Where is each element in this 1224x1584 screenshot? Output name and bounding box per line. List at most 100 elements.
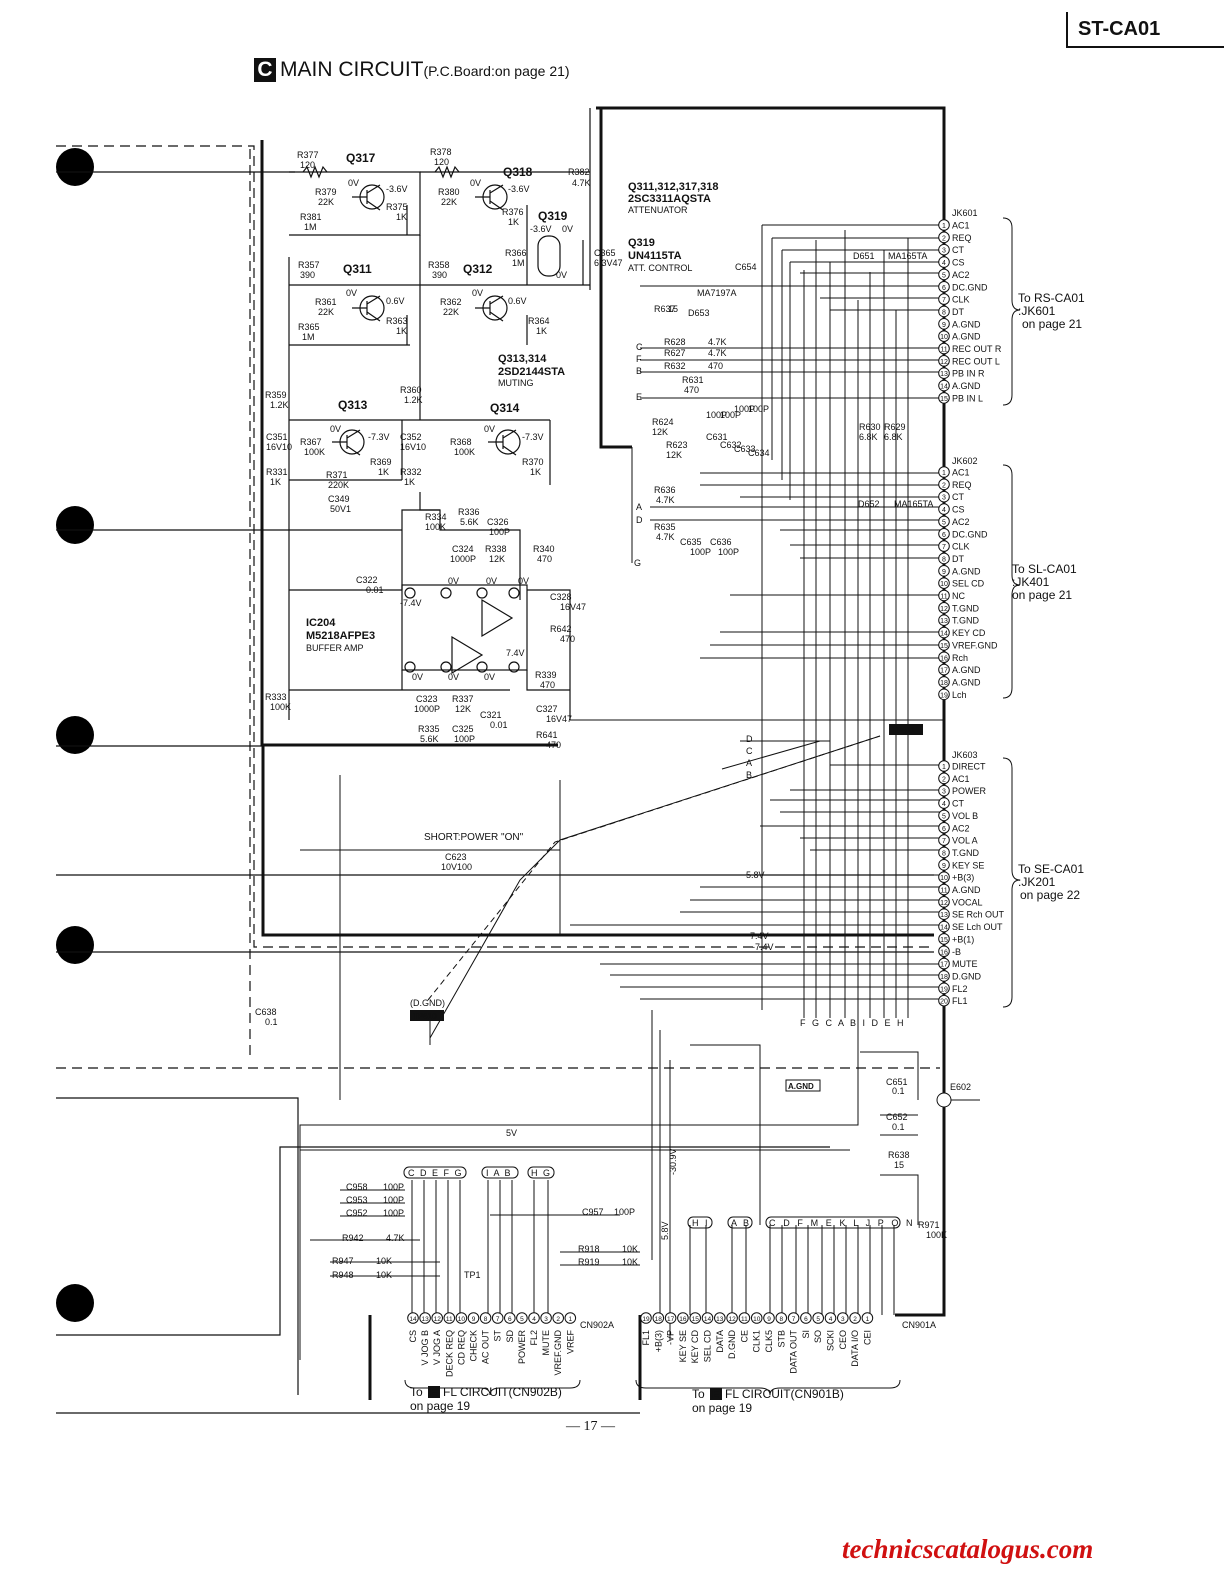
r635-val: 4.7K (656, 532, 675, 542)
cn901a-pin-16-label: KEY SE (678, 1330, 688, 1362)
r371-ref: R371 (326, 470, 348, 480)
r635-ref: R635 (654, 522, 676, 532)
att-func: ATTENUATOR (628, 205, 688, 215)
r942-val: 4.7K (386, 1233, 405, 1243)
r629-val: 6.8K (884, 432, 903, 442)
cn901a-pin-9-marker (763, 1312, 775, 1324)
jk603-pin-2-label: AC1 (952, 774, 970, 784)
cn902a-pin-2-number: 2 (556, 1316, 560, 1323)
c351-val: 16V10 (266, 442, 292, 452)
cn902a-pin-4-marker (528, 1312, 540, 1324)
c325-val: 100P (454, 734, 475, 744)
q317-label: Q317 (346, 151, 376, 165)
jk603-pin-7-label: VOL A (952, 836, 978, 846)
jk603-pin-3-number: 3 (942, 789, 946, 796)
jk602-pin-14-label: KEY CD (952, 628, 986, 638)
c654-ref: C654 (735, 262, 757, 272)
jk602-dest-page: on page 21 (1012, 588, 1072, 602)
r366-val: 1M (512, 258, 525, 268)
v-q313-emit: -7.3V (368, 432, 390, 442)
cn902a-group2: I A B (486, 1168, 512, 1178)
jk603-pin-13-number: 13 (940, 912, 948, 919)
c324-ref: C324 (452, 544, 474, 554)
cn902a-pin-11-marker (443, 1312, 456, 1324)
cn901a-pin-3-label: CEO (838, 1330, 848, 1350)
cn902a-pin-12-number: 12 (434, 1316, 442, 1323)
q318-label: Q318 (503, 165, 533, 179)
cn901-to: To (692, 1387, 705, 1401)
jk603-pin-6-number: 6 (942, 826, 946, 833)
r332-ref: R332 (400, 467, 422, 477)
cn902a-pin-9-marker (467, 1312, 480, 1324)
c953-val: 100P (383, 1195, 404, 1205)
r918-ref: R918 (578, 1244, 600, 1254)
jk602-pin-12-label: T.GND (952, 603, 980, 613)
c322-ref: C322 (356, 575, 378, 585)
jk603-pin-5-number: 5 (942, 813, 946, 820)
d652-ref: D652 (858, 499, 880, 509)
jk602-pin-9-marker (938, 565, 950, 577)
jk601-pin-13-label: PB IN R (952, 369, 985, 379)
jk601-dest-page: on page 21 (1022, 317, 1082, 331)
cn901a-pin-6-label: SI (801, 1330, 811, 1339)
cn901a-pin-12-marker (726, 1312, 738, 1324)
c957-val: 100P (614, 1207, 635, 1217)
r378-ref: R378 (430, 147, 452, 157)
r333-ref: R333 (265, 692, 287, 702)
jk603-pin-4-label: CT (952, 799, 964, 809)
cn902a-pin-10-marker (455, 1312, 468, 1324)
cn901a-pin-17-label: -VP (666, 1330, 676, 1345)
r363-val: 1K (396, 326, 407, 336)
r642-val: 470 (560, 634, 575, 644)
bus-letter-d2: D (746, 734, 753, 744)
jk602-pin-11-label: NC (952, 591, 965, 601)
jk601-pin-15-marker (938, 392, 950, 404)
r339-ref: R339 (535, 670, 557, 680)
r948-val: 10K (376, 1270, 392, 1280)
jk603-pin-9-marker (938, 859, 950, 871)
cn902a-pin-9-label: CHECK (469, 1330, 479, 1362)
jk601-pin-9-label: A.GND (952, 319, 981, 329)
r624-ref: R624 (652, 417, 674, 427)
jk601-pin-10-number: 10 (940, 334, 948, 341)
jk601-pin-4-label: CS (952, 258, 965, 268)
jk603-pin-15-label: +B(1) (952, 934, 974, 944)
jk603-pin-2-marker (938, 772, 950, 785)
jk602-pin-7-label: CLK (952, 542, 970, 552)
cn901a-pin-2-label: DATA I/O (850, 1330, 860, 1367)
cn902a-pin-5-number: 5 (520, 1316, 524, 1323)
jk602-pin-1-label: AC1 (952, 468, 970, 478)
bus-letter-c: C (636, 342, 643, 352)
jk601-pin-4-marker (938, 256, 950, 268)
jk602-pin-19-number: 19 (940, 692, 948, 699)
jk603-pin-4-marker (938, 797, 950, 809)
cn901a-pin-8-number: 8 (779, 1316, 783, 1323)
cn902a-pin-9-number: 9 (472, 1316, 476, 1323)
jk603-pin-14-number: 14 (940, 925, 948, 932)
jk603-pin-5-marker (938, 809, 950, 822)
r333-val: 100K (270, 702, 291, 712)
q312-label: Q312 (463, 262, 493, 276)
c634-val: 100P (748, 404, 769, 414)
c958-val: 100P (383, 1182, 404, 1192)
v-ic-pin4: -7.4V (400, 598, 422, 608)
cn902a-pin-5-marker (516, 1312, 528, 1324)
jk602-pin-9-number: 9 (942, 569, 946, 576)
jk602-pin-4-number: 4 (942, 507, 946, 514)
jk601-pin-8-number: 8 (942, 309, 946, 316)
model-header-box: ST-CA01 (1066, 12, 1224, 48)
r375-val: 1K (396, 212, 407, 222)
jk602-pin-4-label: CS (952, 505, 965, 515)
c365-val: 6.3V47 (594, 258, 623, 268)
r362-ref: R362 (440, 297, 462, 307)
jk603-pin-7-number: 7 (942, 838, 946, 845)
cn902a-pin-12-label: V JOG A (432, 1330, 442, 1365)
jk601-dest: To RS-CA01 (1018, 291, 1085, 305)
r359-ref: R359 (265, 390, 287, 400)
att-type: 2SC3311AQSTA (628, 193, 711, 205)
r369-val: 1K (378, 467, 389, 477)
jk603-pin-17-number: 17 (940, 962, 948, 969)
section-badge: C (254, 58, 276, 82)
cn902a-pin-7-label: ST (493, 1330, 503, 1342)
